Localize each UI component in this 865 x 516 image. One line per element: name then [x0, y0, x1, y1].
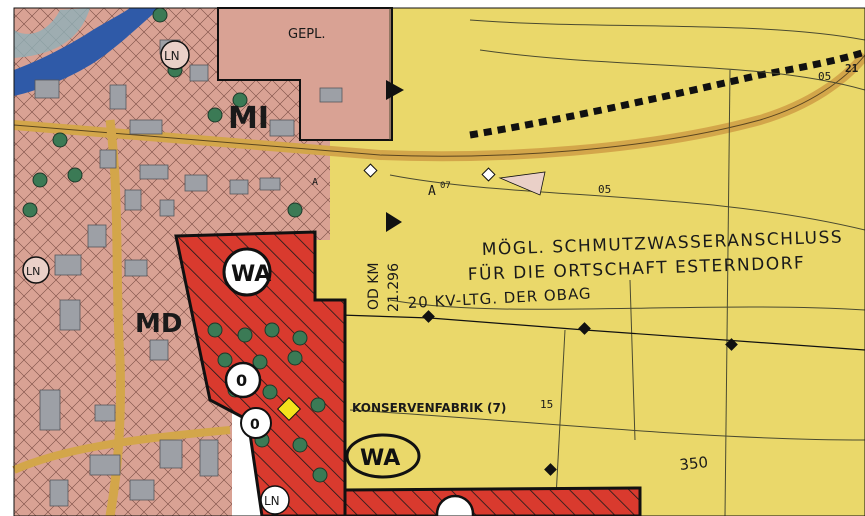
- svg-text:LN: LN: [26, 265, 40, 278]
- yellow-diamond-marker: [276, 396, 302, 422]
- pylon-1: [422, 310, 435, 323]
- zone-circle-lower: 0: [240, 407, 272, 439]
- svg-text:LN: LN: [264, 494, 280, 508]
- svg-text:LN: LN: [164, 49, 180, 63]
- zone-circle-south: [435, 494, 475, 516]
- wa-badge-top: WA: [222, 247, 272, 297]
- mi-label: MI: [228, 101, 269, 136]
- ln-marker-top: LN: [160, 40, 190, 70]
- factory-label: KONSERVENFABRIK (7): [352, 401, 506, 415]
- parcel-lines: [349, 8, 865, 516]
- ln-marker-left: LN: [22, 256, 50, 284]
- map-margin: [0, 0, 14, 516]
- md-label: MD: [135, 309, 182, 339]
- svg-text:WA: WA: [360, 446, 400, 471]
- map-frame: [13, 7, 865, 516]
- river: [14, 8, 160, 96]
- svg-text:0: 0: [250, 417, 260, 433]
- zone-a-superscript: 07: [440, 181, 451, 191]
- svg-text:WA: WA: [231, 262, 271, 287]
- wa-badge-yellow: WA: [345, 433, 421, 479]
- zone-05-label: 05: [598, 183, 611, 196]
- planned-residential-zone-south: [343, 486, 642, 516]
- od-km-value: 21.296: [386, 263, 402, 312]
- tree-markers: [22, 7, 328, 483]
- zone-15-label: 15: [540, 398, 553, 411]
- svg-text:0: 0: [236, 371, 247, 390]
- ln-marker-bottom: LN: [260, 485, 290, 515]
- od-km-label: OD KM: [366, 262, 382, 310]
- buildings: [34, 39, 343, 507]
- zone-a-small-label: A: [312, 177, 318, 188]
- zone-05-label-top: 05: [818, 70, 831, 83]
- gepl-label: GEPL.: [288, 27, 326, 42]
- zone-circle-mid: 0: [224, 361, 262, 399]
- corner-number: 21: [845, 62, 859, 75]
- sewer-route: [469, 48, 865, 139]
- zone-a-label: A: [428, 184, 436, 199]
- power-line: [339, 314, 865, 351]
- contour-label: 350: [679, 453, 709, 474]
